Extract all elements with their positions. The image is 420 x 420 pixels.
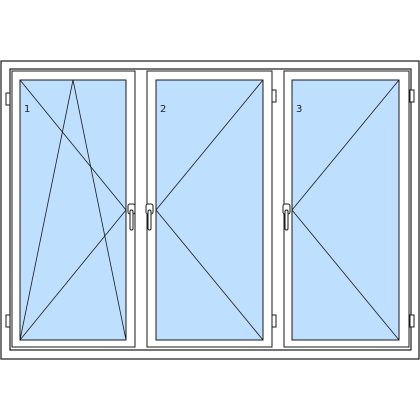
sash-1: 1	[11, 70, 136, 348]
hinges	[5, 89, 415, 328]
sash-3: 3	[283, 70, 410, 348]
handle-grip-icon	[147, 209, 152, 231]
sash-1-opening-lines	[19, 79, 127, 341]
hinge-icon	[409, 89, 415, 103]
handle-sash-3	[282, 203, 291, 231]
sash-3-number: 3	[296, 104, 302, 115]
hinge-icon	[271, 314, 277, 328]
sash-3-glass	[291, 79, 400, 341]
sash-2-opening-lines	[155, 79, 264, 341]
hinge-icon	[5, 92, 11, 106]
sash-2-glass	[155, 79, 264, 341]
handle-sash-1	[127, 203, 136, 231]
handle-sash-2	[145, 203, 154, 231]
hinge-icon	[5, 314, 11, 328]
hinge-icon	[271, 89, 277, 103]
handle-grip-icon	[284, 209, 289, 231]
hinge-icon	[409, 314, 415, 328]
handle-grip-icon	[129, 209, 134, 231]
sash-1-glass	[19, 79, 127, 341]
sash-1-number: 1	[24, 104, 30, 115]
sash-2: 2	[146, 70, 273, 348]
sash-2-number: 2	[160, 104, 166, 115]
sash-3-opening-lines	[291, 79, 400, 341]
